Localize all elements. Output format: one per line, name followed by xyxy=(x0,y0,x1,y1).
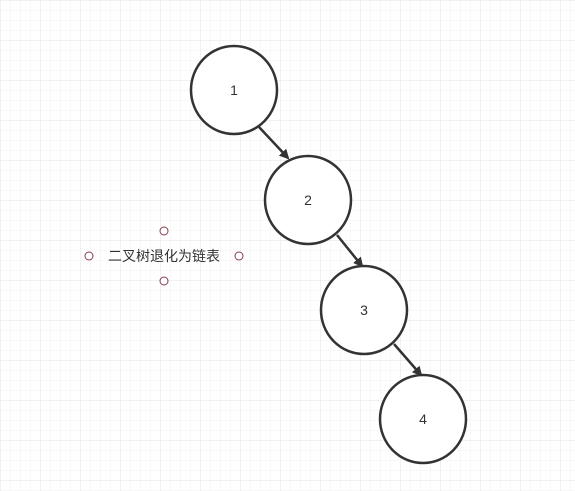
node-circle xyxy=(189,44,279,136)
node-circle xyxy=(378,373,468,465)
edge-2-to-3[interactable] xyxy=(336,234,364,268)
node-label: 2 xyxy=(304,192,312,208)
caption-text-shape[interactable]: 二叉树退化为链表 xyxy=(84,226,244,286)
edge-1-to-2[interactable] xyxy=(258,126,290,160)
edges-group xyxy=(258,126,423,377)
tree-node-3[interactable]: 3 xyxy=(319,264,409,356)
node-label: 4 xyxy=(419,411,427,427)
tree-node-4[interactable]: 4 xyxy=(378,373,468,465)
connection-handle-left[interactable] xyxy=(84,251,94,261)
node-circle xyxy=(263,154,353,246)
tree-node-2[interactable]: 2 xyxy=(263,154,353,246)
connection-handle-top[interactable] xyxy=(159,226,169,236)
node-label: 1 xyxy=(230,82,238,98)
node-label: 3 xyxy=(360,302,368,318)
node-circle xyxy=(319,264,409,356)
edge-3-to-4[interactable] xyxy=(393,343,423,377)
connection-handle-bottom[interactable] xyxy=(159,276,169,286)
caption-text: 二叉树退化为链表 xyxy=(108,249,220,265)
tree-node-1[interactable]: 1 xyxy=(189,44,279,136)
connection-handle-right[interactable] xyxy=(234,251,244,261)
